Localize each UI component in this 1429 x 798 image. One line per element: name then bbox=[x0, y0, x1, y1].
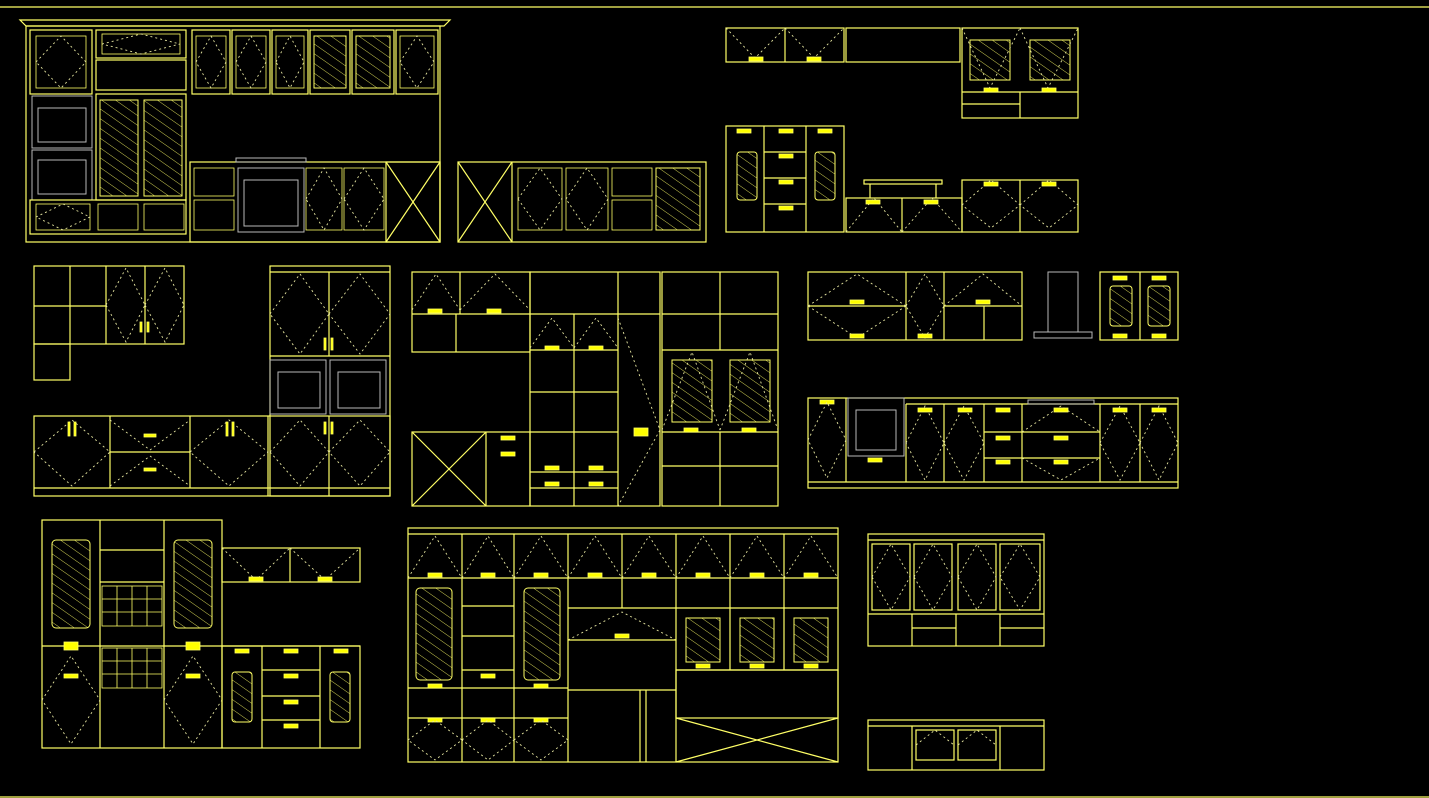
traditional-kitchen-elevation-b bbox=[457, 161, 707, 243]
pantry-wall-h bbox=[41, 519, 361, 749]
oven-run-g bbox=[807, 397, 1179, 489]
l-shape-wall-units-d bbox=[33, 265, 391, 497]
island-wall-units-f bbox=[807, 271, 1179, 341]
tall-unit-wall-e bbox=[411, 271, 779, 507]
full-height-storage-i bbox=[407, 527, 839, 763]
bottom-base-run-k bbox=[867, 719, 1045, 771]
traditional-kitchen-elevation-a bbox=[18, 19, 452, 243]
glazed-top-units-j bbox=[867, 533, 1045, 647]
modern-kitchen-elevation-c bbox=[725, 27, 1079, 233]
